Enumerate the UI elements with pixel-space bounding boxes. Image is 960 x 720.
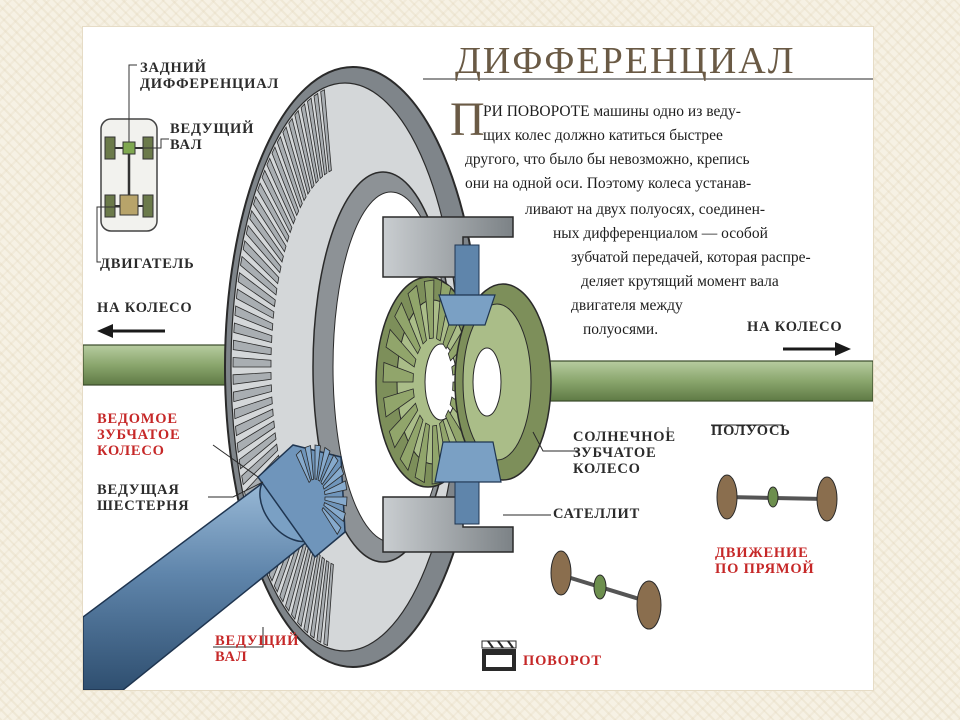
ring-gear-tooth bbox=[235, 408, 274, 437]
differential-carrier bbox=[382, 216, 514, 553]
intro-line: полуосями. bbox=[583, 321, 659, 338]
pinion-tooth bbox=[322, 465, 345, 490]
label-driven-gear: ВЕДОМОЕ ЗУБЧАТОЕ КОЛЕСО bbox=[97, 411, 181, 459]
ring-gear-tooth bbox=[235, 288, 275, 319]
drive-pinion bbox=[257, 444, 348, 559]
intro-line: деляет крутящий момент вала bbox=[581, 273, 779, 290]
intro-line: РИ ПОВОРОТЕ машины одно из веду- bbox=[483, 103, 741, 120]
pinion-tooth bbox=[324, 496, 348, 507]
ring-gear-tooth bbox=[233, 322, 273, 344]
ring-gear-tooth bbox=[309, 556, 325, 639]
ring-gear-tooth bbox=[271, 146, 300, 217]
intro-line: щих колес должно катиться быстрее bbox=[483, 127, 723, 144]
ring-gear-tooth bbox=[238, 432, 277, 470]
intro-line: они на одной оси. Поэтому колеса устанав… bbox=[465, 175, 752, 192]
ring-gear-tooth bbox=[316, 560, 330, 643]
ring-gear-tooth bbox=[232, 384, 273, 403]
car-chassis-icon bbox=[96, 64, 169, 263]
sun-gear-tooth bbox=[414, 422, 430, 484]
page-title: ДИФФЕРЕНЦИАЛ bbox=[455, 40, 796, 82]
pinion-tooth bbox=[321, 506, 342, 536]
arrow-left-icon bbox=[97, 324, 165, 338]
slide: ДИФФЕРЕНЦИАЛ П РИ ПОВОРОТЕ машины одно и… bbox=[83, 27, 873, 690]
label-drive-pinion: ВЕДУЩАЯ ШЕСТЕРНЯ bbox=[97, 482, 190, 514]
ring-gear-tooth bbox=[241, 443, 279, 486]
ring-gear-tooth bbox=[232, 339, 272, 356]
intro-line: ных дифференциалом — особой bbox=[553, 225, 768, 242]
ring-gear-tooth bbox=[261, 169, 293, 234]
label-rear-differential: ЗАДНИЙ ДИФФЕРЕНЦИАЛ bbox=[140, 60, 280, 92]
sun-gear-tooth bbox=[423, 279, 435, 340]
ring-gear-tooth bbox=[313, 92, 328, 176]
ring-gear-tooth bbox=[249, 209, 284, 263]
sun-gear-left bbox=[375, 276, 484, 488]
differential-illustration bbox=[83, 64, 873, 690]
sun-gear-tooth bbox=[407, 284, 427, 345]
pinion-tooth bbox=[324, 480, 348, 495]
ring-gear-tooth bbox=[300, 103, 319, 184]
pinion-tooth bbox=[320, 454, 339, 486]
intro-line: другого, что было бы невозможно, крепись bbox=[465, 151, 750, 168]
pinion-tooth bbox=[295, 449, 312, 484]
ring-gear-tooth bbox=[266, 157, 296, 225]
ring-gear-tooth bbox=[242, 239, 280, 285]
sun-gear-right bbox=[454, 283, 552, 481]
sun-gear-tooth bbox=[399, 414, 424, 472]
planet-gear-bottom bbox=[434, 441, 502, 525]
ring-gear-tooth bbox=[276, 135, 303, 209]
label-drive-shaft-top: ВЕДУЩИЙ ВАЛ bbox=[170, 121, 255, 153]
pinion-tooth bbox=[323, 502, 346, 523]
label-to-wheel-right: НА КОЛЕСО bbox=[747, 319, 843, 335]
ring-gear-tooth bbox=[320, 89, 332, 173]
ring-gear-tooth bbox=[232, 357, 272, 368]
ring-gear-tooth bbox=[294, 109, 315, 190]
intro-dropcap: П bbox=[450, 93, 485, 146]
pinion-tooth bbox=[304, 444, 315, 481]
intro-line: ливают на двух полуосях, соединен- bbox=[525, 201, 766, 218]
ring-gear-tooth bbox=[236, 420, 275, 454]
ring-gear-tooth bbox=[245, 224, 282, 274]
label-planet-gear: САТЕЛЛИТ bbox=[553, 506, 641, 522]
label-half-shaft: ПОЛУОСЬ bbox=[711, 423, 791, 439]
ring-gear-tooth bbox=[323, 562, 334, 647]
ring-gear-tooth bbox=[307, 97, 324, 180]
sun-gear-tooth bbox=[385, 328, 417, 368]
ring-gear-tooth bbox=[282, 126, 307, 202]
arrow-right-icon bbox=[783, 342, 851, 356]
label-to-wheel-left: НА КОЛЕСО bbox=[97, 300, 193, 316]
intro-line: двигателя между bbox=[571, 297, 683, 314]
ring-gear-tooth bbox=[233, 396, 273, 420]
planet-gear-top bbox=[438, 244, 496, 326]
sun-gear-tooth bbox=[383, 388, 415, 418]
intro-line: зубчатой передачей, которая распре- bbox=[571, 249, 811, 266]
label-sun-gear: СОЛНЕЧНОЕ ЗУБЧАТОЕ КОЛЕСО bbox=[573, 429, 676, 477]
label-engine: ДВИГАТЕЛЬ bbox=[100, 256, 195, 272]
sun-gear-tooth bbox=[388, 402, 419, 449]
pinion-tooth bbox=[314, 444, 321, 480]
ring-gear-tooth bbox=[234, 305, 274, 331]
turn-wheels bbox=[550, 550, 662, 630]
ring-gear-tooth bbox=[257, 182, 290, 243]
ring-gear-tooth bbox=[237, 271, 276, 308]
ring-gear-tooth bbox=[253, 195, 287, 253]
sun-gear-tooth bbox=[382, 361, 414, 383]
right-half-shaft bbox=[522, 360, 873, 402]
label-turn: ПОВОРОТ bbox=[523, 653, 602, 669]
pinion-tooth bbox=[317, 446, 331, 482]
ring-gear-tooth bbox=[288, 117, 311, 195]
film-clip-icon bbox=[481, 640, 517, 671]
ring-gear-tooth bbox=[232, 372, 272, 385]
straight-motion-wheels bbox=[716, 474, 838, 522]
label-drive-shaft-bottom: ВЕДУЩИЙ ВАЛ bbox=[215, 633, 300, 665]
label-straight-motion: ДВИЖЕНИЕ ПО ПРЯМОЙ bbox=[715, 545, 815, 577]
sun-gear-tooth bbox=[394, 301, 421, 355]
ring-gear-tooth bbox=[240, 255, 278, 296]
